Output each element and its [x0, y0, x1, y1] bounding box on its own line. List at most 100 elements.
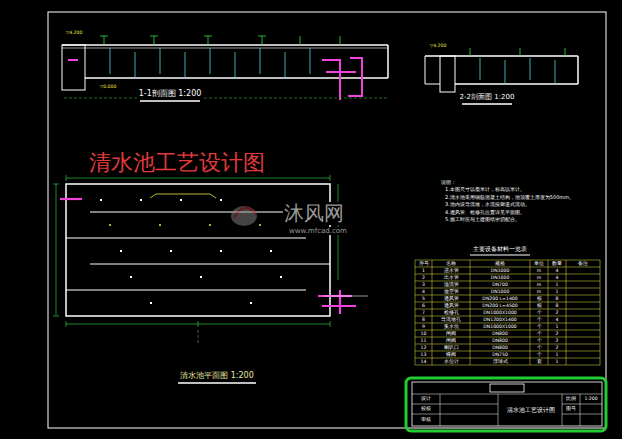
- table-cell: DN800: [491, 338, 509, 343]
- note-line: 5.施工时应与土建图纸密切配合。: [444, 217, 521, 223]
- table-cell: 根: [536, 303, 543, 308]
- title-block-frame: [406, 378, 606, 431]
- note-line: 1.本图尺寸以毫米计，标高以米计。: [444, 187, 526, 193]
- title-underline: [140, 100, 200, 102]
- table-cell: DN750: [491, 352, 509, 357]
- table-cell: 个: [536, 338, 543, 343]
- table-cell: 10: [420, 331, 428, 336]
- table-cell: 喇叭口: [443, 345, 460, 350]
- table-cell: 出水管: [443, 275, 460, 280]
- table-cell: 1: [555, 352, 560, 357]
- view-title: 2-2剖面图 1:200: [459, 93, 516, 101]
- table-cell: 2: [421, 275, 426, 280]
- table-cell: 2: [555, 331, 560, 336]
- table-cell: 14: [420, 359, 428, 364]
- table-header: 数量: [551, 261, 563, 266]
- title-block-label: 图号: [565, 406, 577, 411]
- table-cell: 6: [421, 303, 426, 308]
- table-cell: 水位计: [443, 359, 460, 364]
- section-2-2: [425, 48, 578, 92]
- table-cell: DN1000X1000: [482, 324, 518, 329]
- drawing-title: 清水池工艺设计图: [88, 150, 266, 175]
- note-line: 2.清水池采用钢筋混凝土结构，池顶覆土厚度为500mm。: [444, 195, 575, 201]
- elevation-mark: ▽4.200: [65, 30, 84, 35]
- table-cell: m: [536, 289, 542, 294]
- title-block-label: 审核: [420, 417, 432, 422]
- table-cell: DN200 L=4500: [481, 303, 518, 308]
- table-cell: DN800: [491, 345, 509, 350]
- table-cell: 浮球式: [492, 359, 509, 364]
- title-block-label: 设计: [420, 396, 432, 401]
- table-cell: 导流墙孔: [440, 317, 462, 322]
- table-cell: 集水坑: [443, 324, 460, 329]
- table-cell: 个: [536, 317, 543, 322]
- table-cell: DN200 L=1400: [481, 296, 518, 301]
- table-cell: 13: [420, 352, 428, 357]
- table-cell: 3: [421, 282, 426, 287]
- table-cell: 个: [536, 310, 543, 315]
- elevation-mark: ▽0.000: [99, 84, 118, 89]
- table-cell: 11: [420, 338, 428, 343]
- table-cell: m: [536, 275, 542, 280]
- title-block-cell: 清水池工艺设计图: [502, 404, 558, 416]
- title-block-label: 1:200: [583, 396, 598, 401]
- table-cell: DN1200X1400: [482, 317, 518, 322]
- section-1-1: [62, 36, 388, 100]
- note-heading: 说明：: [440, 180, 457, 186]
- table-cell: 通风管: [443, 296, 460, 301]
- table-cell: 根: [536, 296, 543, 301]
- table-cell: 7: [421, 310, 426, 315]
- table-cell: DN1000X1000: [482, 310, 518, 315]
- table-cell: 1: [555, 282, 560, 287]
- view-title: 1-1剖面图 1:200: [138, 89, 203, 98]
- table-cell: 12: [420, 345, 428, 350]
- table-cell: m: [536, 282, 542, 287]
- table-header: 序号: [418, 261, 430, 266]
- table-cell: 8: [555, 296, 560, 301]
- title-underline: [178, 382, 256, 384]
- table-cell: 8: [555, 303, 560, 308]
- watermark-logo: [231, 206, 257, 226]
- table-cell: 9: [421, 324, 426, 329]
- table-cell: 2: [555, 338, 560, 343]
- note-line: 3.池内设导流墙，水流按廊道式流动。: [444, 202, 531, 208]
- table-cell: 1: [555, 324, 560, 329]
- table-cell: 套: [536, 359, 543, 364]
- table-cell: m: [536, 268, 542, 273]
- table-header: 备注: [577, 261, 589, 266]
- table-cell: 1: [421, 268, 426, 273]
- table-cell: 放空管: [443, 289, 460, 294]
- table-cell: 个: [536, 345, 543, 350]
- title-block-label: 比例: [565, 396, 577, 401]
- watermark: www.mfcad.com: [288, 227, 348, 235]
- table-cell: 1: [555, 359, 560, 364]
- table-cell: DN700: [491, 282, 509, 287]
- table-cell: 进水管: [443, 268, 460, 273]
- table-grid: [415, 260, 600, 365]
- table-cell: DN1000: [490, 268, 511, 273]
- table-cell: 5: [421, 296, 426, 301]
- table-header: 名称: [445, 261, 457, 266]
- table-title: 主要设备材料一览表: [472, 246, 528, 253]
- plan-view: [53, 175, 368, 344]
- table-cell: 闸阀: [445, 331, 457, 336]
- table-cell: 个: [536, 331, 543, 336]
- table-cell: 4: [555, 268, 560, 273]
- table-cell: 2: [555, 310, 560, 315]
- table-cell: 4: [421, 289, 426, 294]
- table-cell: 4: [555, 275, 560, 280]
- elevation-mark: ▽4.200: [429, 43, 448, 48]
- table-cell: 个: [536, 352, 543, 357]
- table-cell: 1: [555, 289, 560, 294]
- table-cell: 检修孔: [443, 310, 460, 315]
- table-cell: 蝶阀: [445, 352, 457, 357]
- table-cell: 8: [421, 317, 426, 322]
- table-cell: 2: [555, 345, 560, 350]
- title-underline: [470, 255, 530, 256]
- table-cell: 通风管: [443, 303, 460, 308]
- table-header: 规格: [494, 261, 506, 266]
- table-header: 单位: [533, 261, 545, 266]
- note-line: 4.通风管、检修孔位置详见平面图。: [444, 210, 526, 216]
- table-cell: DN800: [491, 331, 509, 336]
